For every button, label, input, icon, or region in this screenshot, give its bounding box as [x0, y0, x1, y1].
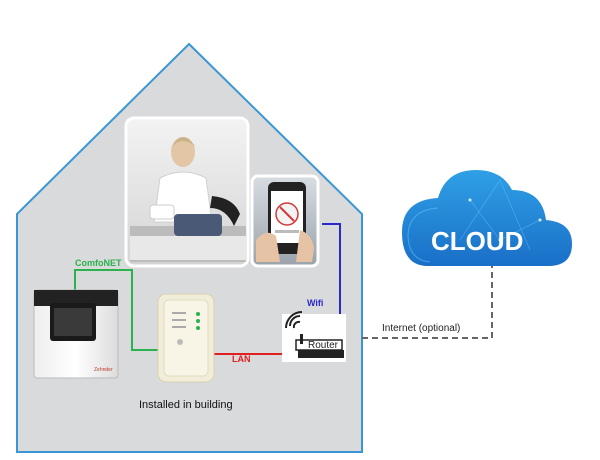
- lan-label: LAN: [232, 354, 251, 364]
- cloud-label: CLOUD: [431, 226, 523, 256]
- person-photo: [124, 116, 250, 268]
- comfonet-line: [74, 269, 160, 351]
- router-label: Router: [308, 340, 339, 351]
- smartphone-photo: [250, 174, 320, 268]
- internet-label: Internet (optional): [382, 323, 460, 334]
- gateway-box: [157, 293, 215, 383]
- internet-line: [362, 264, 493, 339]
- ventilation-unit: Zehnder: [33, 289, 119, 379]
- wifi-line: [322, 223, 341, 336]
- cloud-graphic: CLOUD: [402, 170, 572, 266]
- router-device: Router: [282, 311, 346, 362]
- comfonet-label: ComfoNET: [75, 258, 122, 268]
- unit-brand: Zehnder: [94, 367, 113, 373]
- wifi-label: Wifi: [307, 298, 323, 308]
- installed-label: Installed in building: [139, 399, 233, 411]
